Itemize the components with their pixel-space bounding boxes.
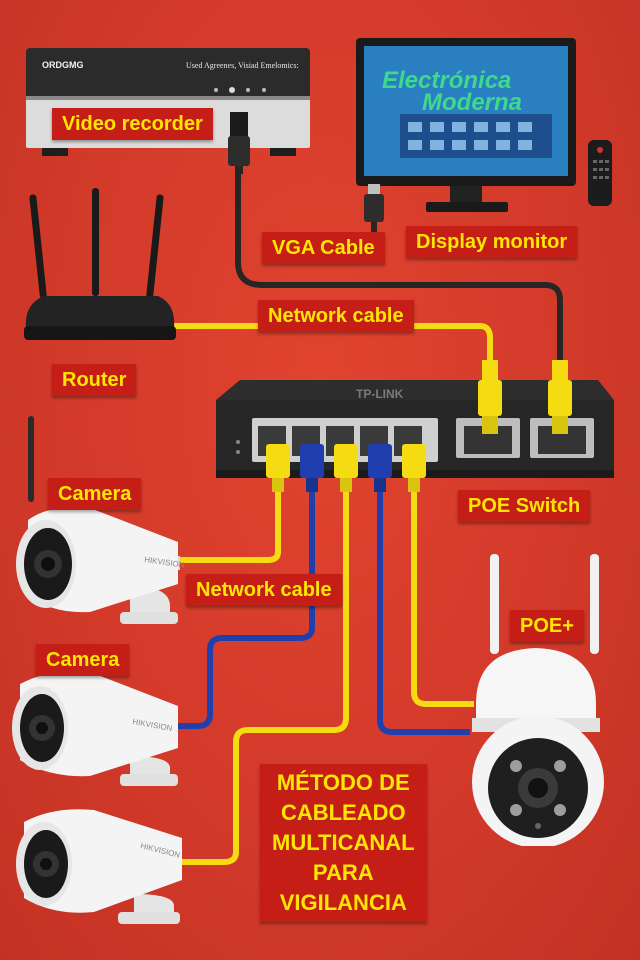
poe-ptz-camera [472, 554, 604, 846]
recorder-tagline: Used Agreenes, Visiad Emelomics: [186, 61, 299, 70]
network-cable-camera-2 [172, 488, 315, 729]
network-cable-camera-3 [172, 488, 349, 865]
recorder-brand: ORDGMG [42, 60, 84, 70]
label-poe-plus: POE+ [510, 610, 584, 642]
switch-downlink-plugs [266, 444, 426, 492]
network-cable-poe-blue [377, 488, 470, 735]
title-line-3: MULTICANAL [272, 830, 415, 855]
monitor-screen-line1: Electrónica [382, 67, 511, 94]
monitor-plug [364, 184, 384, 234]
label-camera-2: Camera [36, 644, 130, 676]
label-router: Router [52, 364, 137, 396]
switch-uplink-plugs [478, 360, 572, 434]
title-line-1: MÉTODO DE [276, 770, 410, 795]
camera-1: HIKVISION [16, 416, 185, 624]
camera-2: HIKVISION [12, 671, 178, 786]
label-network-cable-top: Network cable [258, 300, 414, 332]
monitor-screen-line2: Moderna [422, 89, 522, 116]
label-camera-1: Camera [48, 478, 142, 510]
recorder-plug [228, 112, 250, 174]
remote-control [588, 140, 612, 206]
camera-3: HIKVISION [16, 809, 182, 924]
title-line-4: PARA [312, 860, 374, 885]
title-line-5: VIGILANCIA [279, 890, 407, 915]
router [24, 188, 176, 340]
network-cable-router-switch [172, 323, 493, 372]
network-cable-poe-yellow [411, 488, 474, 707]
vga-cable [235, 168, 563, 372]
network-cable-camera-1 [178, 488, 281, 563]
display-monitor: Electrónica Moderna [356, 38, 576, 212]
video-recorder: ORDGMG Used Agreenes, Visiad Emelomics: [26, 48, 310, 156]
label-vga-cable: VGA Cable [262, 232, 385, 264]
label-video-recorder: Video recorder [52, 108, 213, 140]
switch-brand: TP-LINK [356, 387, 404, 401]
label-display-monitor: Display monitor [406, 226, 578, 258]
label-poe-switch: POE Switch [458, 490, 591, 522]
label-network-cable-mid: Network cable [186, 574, 342, 606]
title-line-2: CABLEADO [280, 800, 406, 825]
diagram-title: MÉTODO DE CABLEADO MULTICANAL PARA VIGIL… [260, 764, 427, 922]
